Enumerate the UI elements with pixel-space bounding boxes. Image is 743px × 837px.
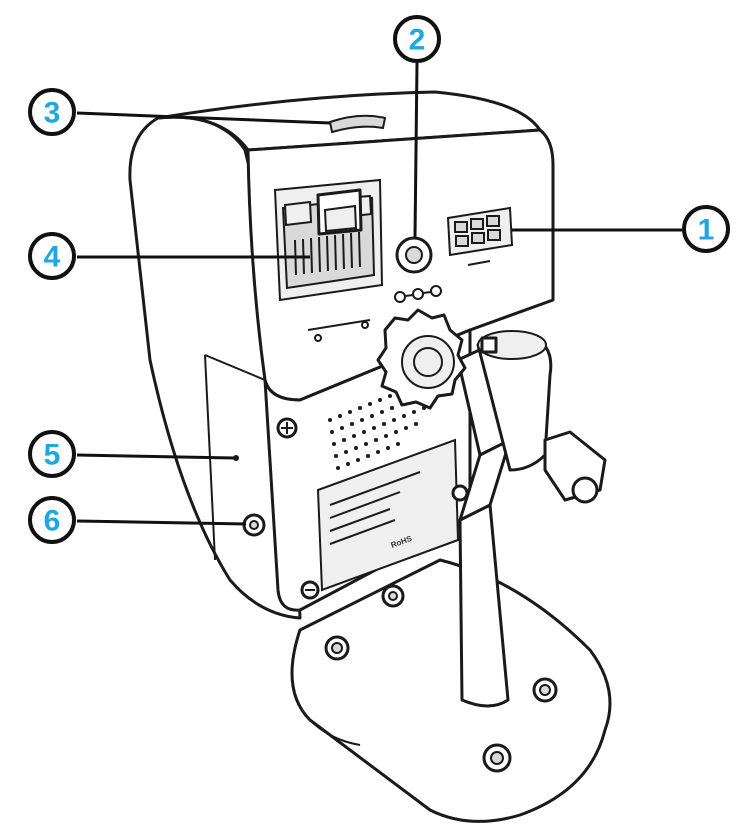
callout-1-number: 1 (698, 214, 715, 247)
callout-leaders (76, 62, 683, 526)
callout-6-number: 6 (44, 505, 61, 538)
leader-2 (413, 62, 419, 238)
callout-2-number: 2 (409, 24, 426, 57)
side-mount-screw (242, 513, 266, 537)
stand-pole (456, 330, 607, 708)
ethernet-port (273, 178, 384, 342)
callout-2: 2 (393, 15, 441, 63)
leader-5 (76, 453, 235, 460)
leader-6 (76, 519, 247, 526)
leader-3 (76, 111, 331, 125)
stand-base (290, 558, 612, 823)
callout-5: 5 (28, 430, 76, 478)
callout-4: 4 (28, 232, 76, 280)
power-jack (394, 236, 442, 303)
reset-hole (233, 455, 239, 461)
callout-4-number: 4 (44, 241, 61, 274)
io-terminal-block (446, 206, 514, 266)
callout-6: 6 (28, 496, 76, 544)
callout-5-number: 5 (44, 439, 61, 472)
microphone-slot (328, 114, 387, 134)
callout-3: 3 (28, 88, 76, 136)
product-label-plate: RoHS (316, 438, 460, 592)
callout-1: 1 (682, 205, 730, 253)
mount-knob (376, 308, 467, 410)
callout-3-number: 3 (44, 97, 61, 130)
